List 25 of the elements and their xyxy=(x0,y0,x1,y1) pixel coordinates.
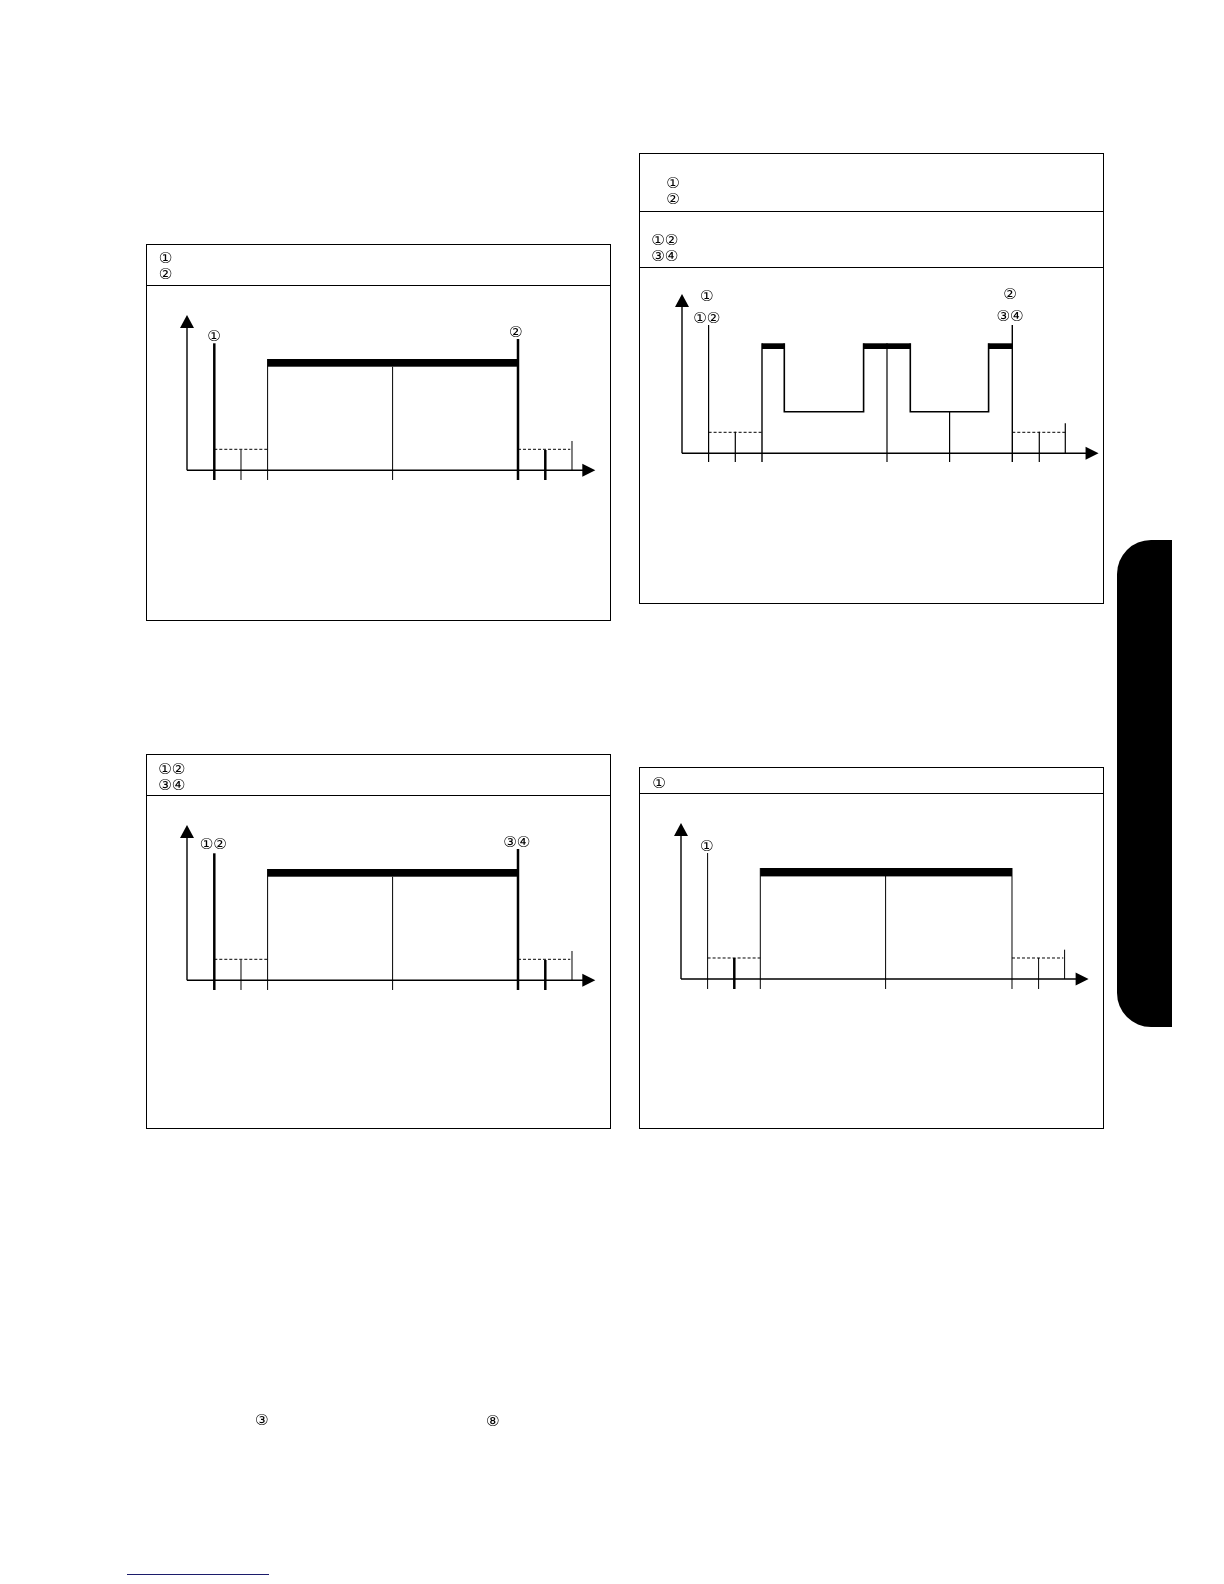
chart-panel xyxy=(145,244,611,621)
circled-number: ② xyxy=(158,266,173,283)
callout-number: ③④ xyxy=(503,834,531,850)
circled-number: ① xyxy=(652,775,666,792)
circled-number: ① xyxy=(666,174,680,192)
chart-panel xyxy=(639,767,1104,1130)
callout-number: ①② xyxy=(199,836,227,853)
side-tab xyxy=(1117,540,1172,1027)
callout-number: ① xyxy=(699,838,714,854)
callout-number: ③ xyxy=(254,1412,269,1428)
circled-number: ①② xyxy=(651,231,679,249)
callout-number: ⑧ xyxy=(485,1412,500,1429)
callout-number: ① xyxy=(207,328,221,344)
circled-number: ② xyxy=(666,191,680,208)
callout-number: ③④ xyxy=(996,307,1024,324)
callout-number: ①② xyxy=(693,310,721,327)
circled-number: ③④ xyxy=(651,248,679,265)
circled-number: ①② xyxy=(158,760,186,778)
chart-panel xyxy=(639,153,1104,605)
circled-number: ③④ xyxy=(158,777,186,794)
callout-number: ① xyxy=(699,287,714,304)
circled-number: ① xyxy=(158,249,173,267)
chart-panel xyxy=(145,754,611,1130)
callout-number: ② xyxy=(508,324,523,340)
callout-number: ② xyxy=(1003,286,1017,302)
